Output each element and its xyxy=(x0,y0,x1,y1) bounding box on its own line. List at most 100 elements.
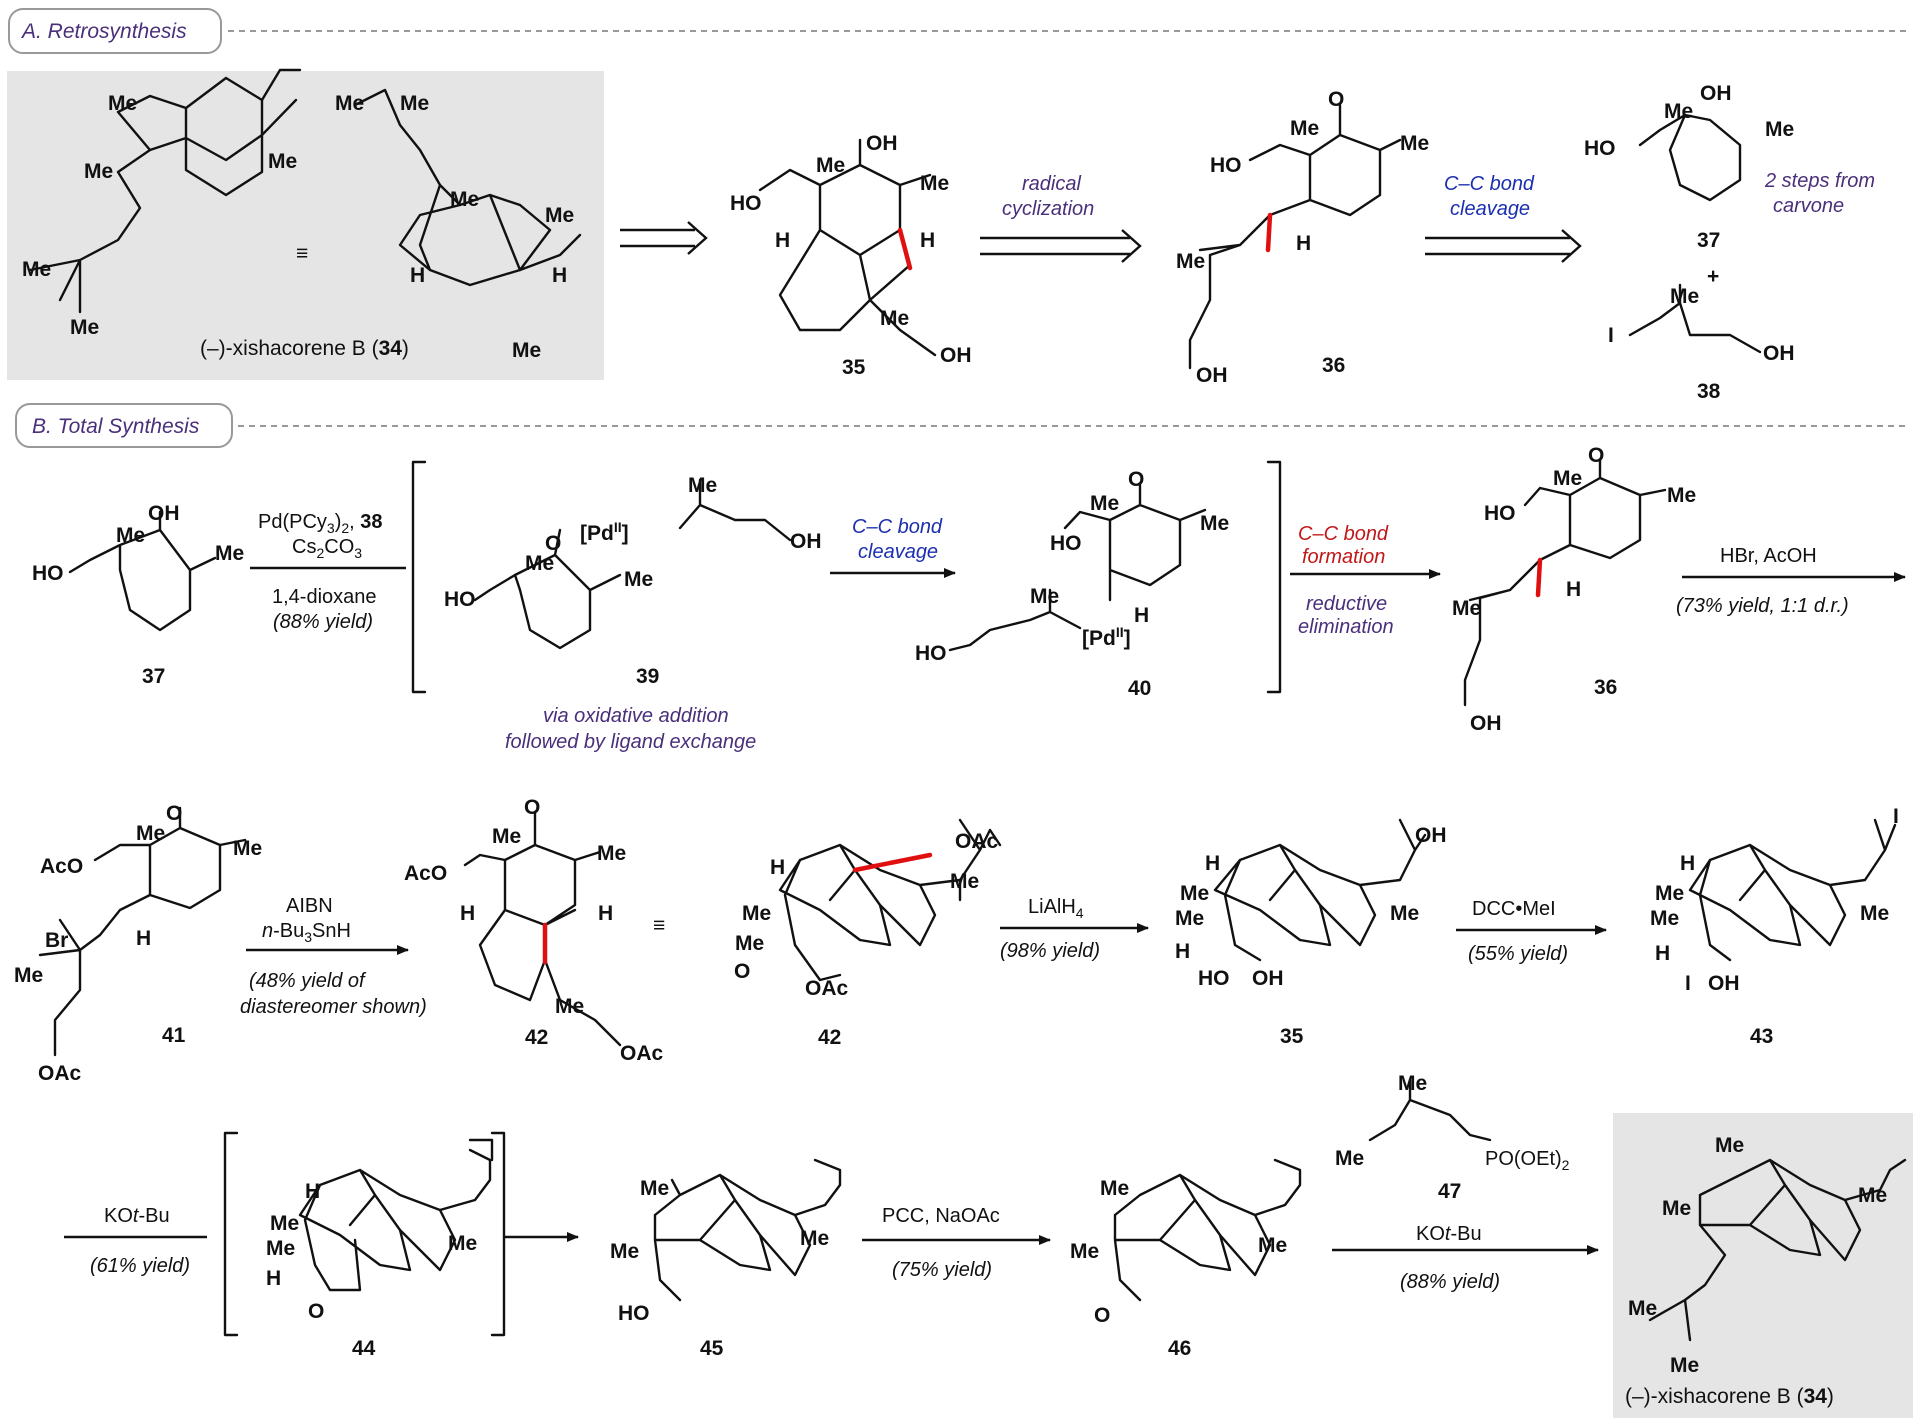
final-xishacorene-structure: Me Me Me Me Me xyxy=(1628,1134,1907,1377)
atom-me: Me xyxy=(920,172,949,195)
atom-h: H xyxy=(305,1180,320,1203)
atom-ho: HO xyxy=(32,562,64,585)
xishacorene-structure-chair: Me Me Me Me H H Me xyxy=(335,88,582,362)
po-group: PO(OEt)2 xyxy=(1485,1148,1570,1173)
atom-h: H xyxy=(1296,232,1311,255)
atom-oh: OH xyxy=(1763,342,1795,365)
cond-text: n-Bu3SnH xyxy=(262,920,351,945)
atom-o: O xyxy=(734,960,750,983)
compound-label: 37 xyxy=(1697,229,1720,252)
atom-o: O xyxy=(1094,1304,1110,1327)
atom-me: Me xyxy=(233,837,262,860)
cond-text: (55% yield) xyxy=(1468,943,1568,965)
atom-h: H xyxy=(1205,852,1220,875)
reaction-dcc: DCC•MeI (55% yield) xyxy=(1456,898,1607,965)
atom-me: Me xyxy=(512,339,541,362)
atom-ho: HO xyxy=(915,642,947,665)
atom-h: H xyxy=(1175,940,1190,963)
cond-text: 1,4-dioxane xyxy=(272,586,377,608)
final-target-panel-bg xyxy=(1613,1113,1913,1418)
reaction-radical: AIBN n-Bu3SnH (48% yield of diastereomer… xyxy=(240,895,427,1018)
cond-text: (73% yield, 1:1 d.r.) xyxy=(1676,595,1849,617)
compound-label: 44 xyxy=(352,1337,376,1360)
compound-42-3d: H Me Me Me OAc O OAc 42 xyxy=(734,818,1002,1049)
xishacorene-structure-flat: Me Me Me Me Me xyxy=(22,68,302,339)
reaction-1-conditions: Pd(PCy3)2, 38 Cs2CO3 1,4-dioxane (88% yi… xyxy=(250,511,406,633)
atom-oac: OAc xyxy=(620,1042,664,1065)
atom-me: Me xyxy=(400,92,429,115)
plus-sign: + xyxy=(1707,265,1719,288)
atom-me: Me xyxy=(1858,1184,1887,1207)
atom-me: Me xyxy=(1176,250,1205,273)
atom-me: Me xyxy=(492,825,521,848)
atom-me: Me xyxy=(1655,882,1684,905)
step-label: C–C bond xyxy=(852,516,943,538)
reaction-hbr: HBr, AcOH (73% yield, 1:1 d.r.) xyxy=(1676,545,1906,617)
step-label: elimination xyxy=(1298,616,1394,638)
atom-me: Me xyxy=(1400,132,1429,155)
atom-oh: OH xyxy=(940,344,972,367)
atom-ho: HO xyxy=(1210,154,1242,177)
compound-label: 41 xyxy=(162,1024,186,1047)
atom-me: Me xyxy=(266,1237,295,1260)
atom-i: I xyxy=(1608,324,1614,347)
step-label: cleavage xyxy=(1450,198,1530,220)
atom-ho: HO xyxy=(618,1302,650,1325)
bracket-right xyxy=(1266,460,1282,694)
atom-me: Me xyxy=(1670,285,1699,308)
arrow-cc-formation: C–C bond formation reductive elimination xyxy=(1290,523,1441,638)
atom-me: Me xyxy=(1664,100,1693,123)
atom-me: Me xyxy=(448,1232,477,1255)
atom-me: Me xyxy=(108,92,137,115)
atom-ho: HO xyxy=(1484,502,1516,525)
atom-me: Me xyxy=(525,552,554,575)
compound-label: 38 xyxy=(1697,380,1721,403)
equivalence-symbol: ≡ xyxy=(653,914,665,937)
compound-label: 45 xyxy=(700,1337,724,1360)
atom-me: Me xyxy=(1390,902,1419,925)
atom-ho: HO xyxy=(1198,967,1230,990)
note-text: carvone xyxy=(1773,195,1844,217)
atom-o: O xyxy=(166,802,182,825)
atom-oac: OAc xyxy=(38,1062,82,1085)
compound-label: 47 xyxy=(1438,1180,1461,1203)
compound-label: 36 xyxy=(1322,354,1345,377)
atom-ho: HO xyxy=(730,192,762,215)
cond-text: HBr, AcOH xyxy=(1720,545,1817,567)
compound-45: Me Me Me HO 45 xyxy=(610,1158,842,1360)
compound-label: 46 xyxy=(1168,1337,1191,1360)
step-label: cleavage xyxy=(858,541,938,563)
cond-text: diastereomer shown) xyxy=(240,996,427,1018)
atom-i: I xyxy=(1685,972,1691,995)
atom-me: Me xyxy=(1175,907,1204,930)
step-label: C–C bond xyxy=(1444,173,1535,195)
atom-h: H xyxy=(1680,852,1695,875)
compound-35-retro: OH Me Me HO H H Me OH 35 xyxy=(730,132,972,379)
atom-me: Me xyxy=(950,870,979,893)
atom-me: Me xyxy=(1258,1234,1287,1257)
atom-ho: HO xyxy=(444,588,476,611)
step-label: formation xyxy=(1302,546,1385,568)
compound-label: 42 xyxy=(818,1026,841,1049)
compound-label: 35 xyxy=(1280,1025,1304,1048)
atom-me: Me xyxy=(70,316,99,339)
arrow-cc-cleavage: C–C bond cleavage xyxy=(830,516,956,578)
atom-h: H xyxy=(552,264,567,287)
atom-me: Me xyxy=(270,1212,299,1235)
atom-o: O xyxy=(1328,88,1344,111)
via-note: via oxidative addition xyxy=(543,705,729,727)
atom-oh: OH xyxy=(1252,967,1284,990)
compound-label: 42 xyxy=(525,1026,548,1049)
cond-text: (88% yield) xyxy=(1400,1271,1500,1293)
atom-me: Me xyxy=(14,964,43,987)
section-a-header: A. Retrosynthesis xyxy=(8,8,1910,54)
cond-text: (75% yield) xyxy=(892,1259,992,1281)
atom-me: Me xyxy=(450,188,479,211)
section-b-header: B. Total Synthesis xyxy=(15,403,1910,448)
cond-text: (88% yield) xyxy=(273,611,373,633)
atom-me: Me xyxy=(116,524,145,547)
cond-text: PCC, NaOAc xyxy=(882,1205,1000,1227)
atom-oh: OH xyxy=(148,502,180,525)
section-a-title: A. Retrosynthesis xyxy=(20,20,187,43)
section-b-title: B. Total Synthesis xyxy=(32,415,200,438)
